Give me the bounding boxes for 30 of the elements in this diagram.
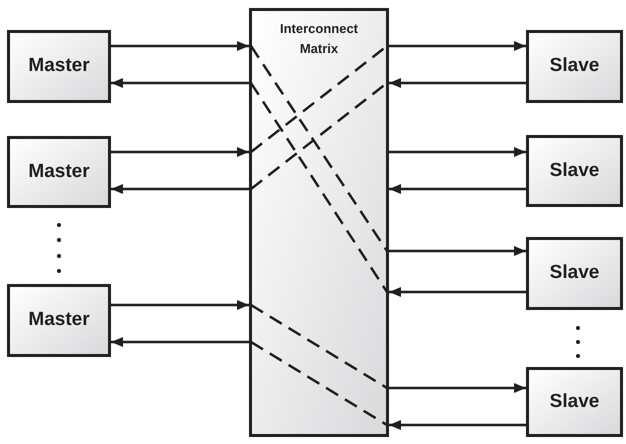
arrow xyxy=(111,78,249,88)
matrix-title: Interconnect Matrix xyxy=(278,20,359,58)
component-label: Master xyxy=(28,160,90,184)
component-label: Master xyxy=(28,54,90,78)
arrow xyxy=(389,420,526,430)
component-box xyxy=(7,284,111,357)
arrow xyxy=(389,246,526,256)
component-label: Slave xyxy=(550,261,600,286)
arrow xyxy=(111,184,249,194)
arrow xyxy=(389,78,526,88)
component-box xyxy=(526,30,623,103)
arrow xyxy=(389,41,526,51)
component-label: Master xyxy=(28,308,90,332)
component-box xyxy=(7,30,111,103)
component-box xyxy=(526,237,623,310)
component-box xyxy=(7,136,111,208)
arrow xyxy=(111,41,249,51)
component-box xyxy=(526,367,623,437)
component-label: Slave xyxy=(550,390,600,414)
arrow xyxy=(111,300,249,310)
arrow xyxy=(389,383,526,393)
arrow xyxy=(389,147,526,157)
arrow xyxy=(111,147,249,157)
component-label: Slave xyxy=(550,54,600,78)
arrow xyxy=(389,287,526,297)
component-label: Slave xyxy=(550,158,600,183)
arrow xyxy=(389,184,526,194)
component-box xyxy=(526,135,623,207)
matrix-box xyxy=(249,8,389,437)
arrow xyxy=(111,337,249,347)
